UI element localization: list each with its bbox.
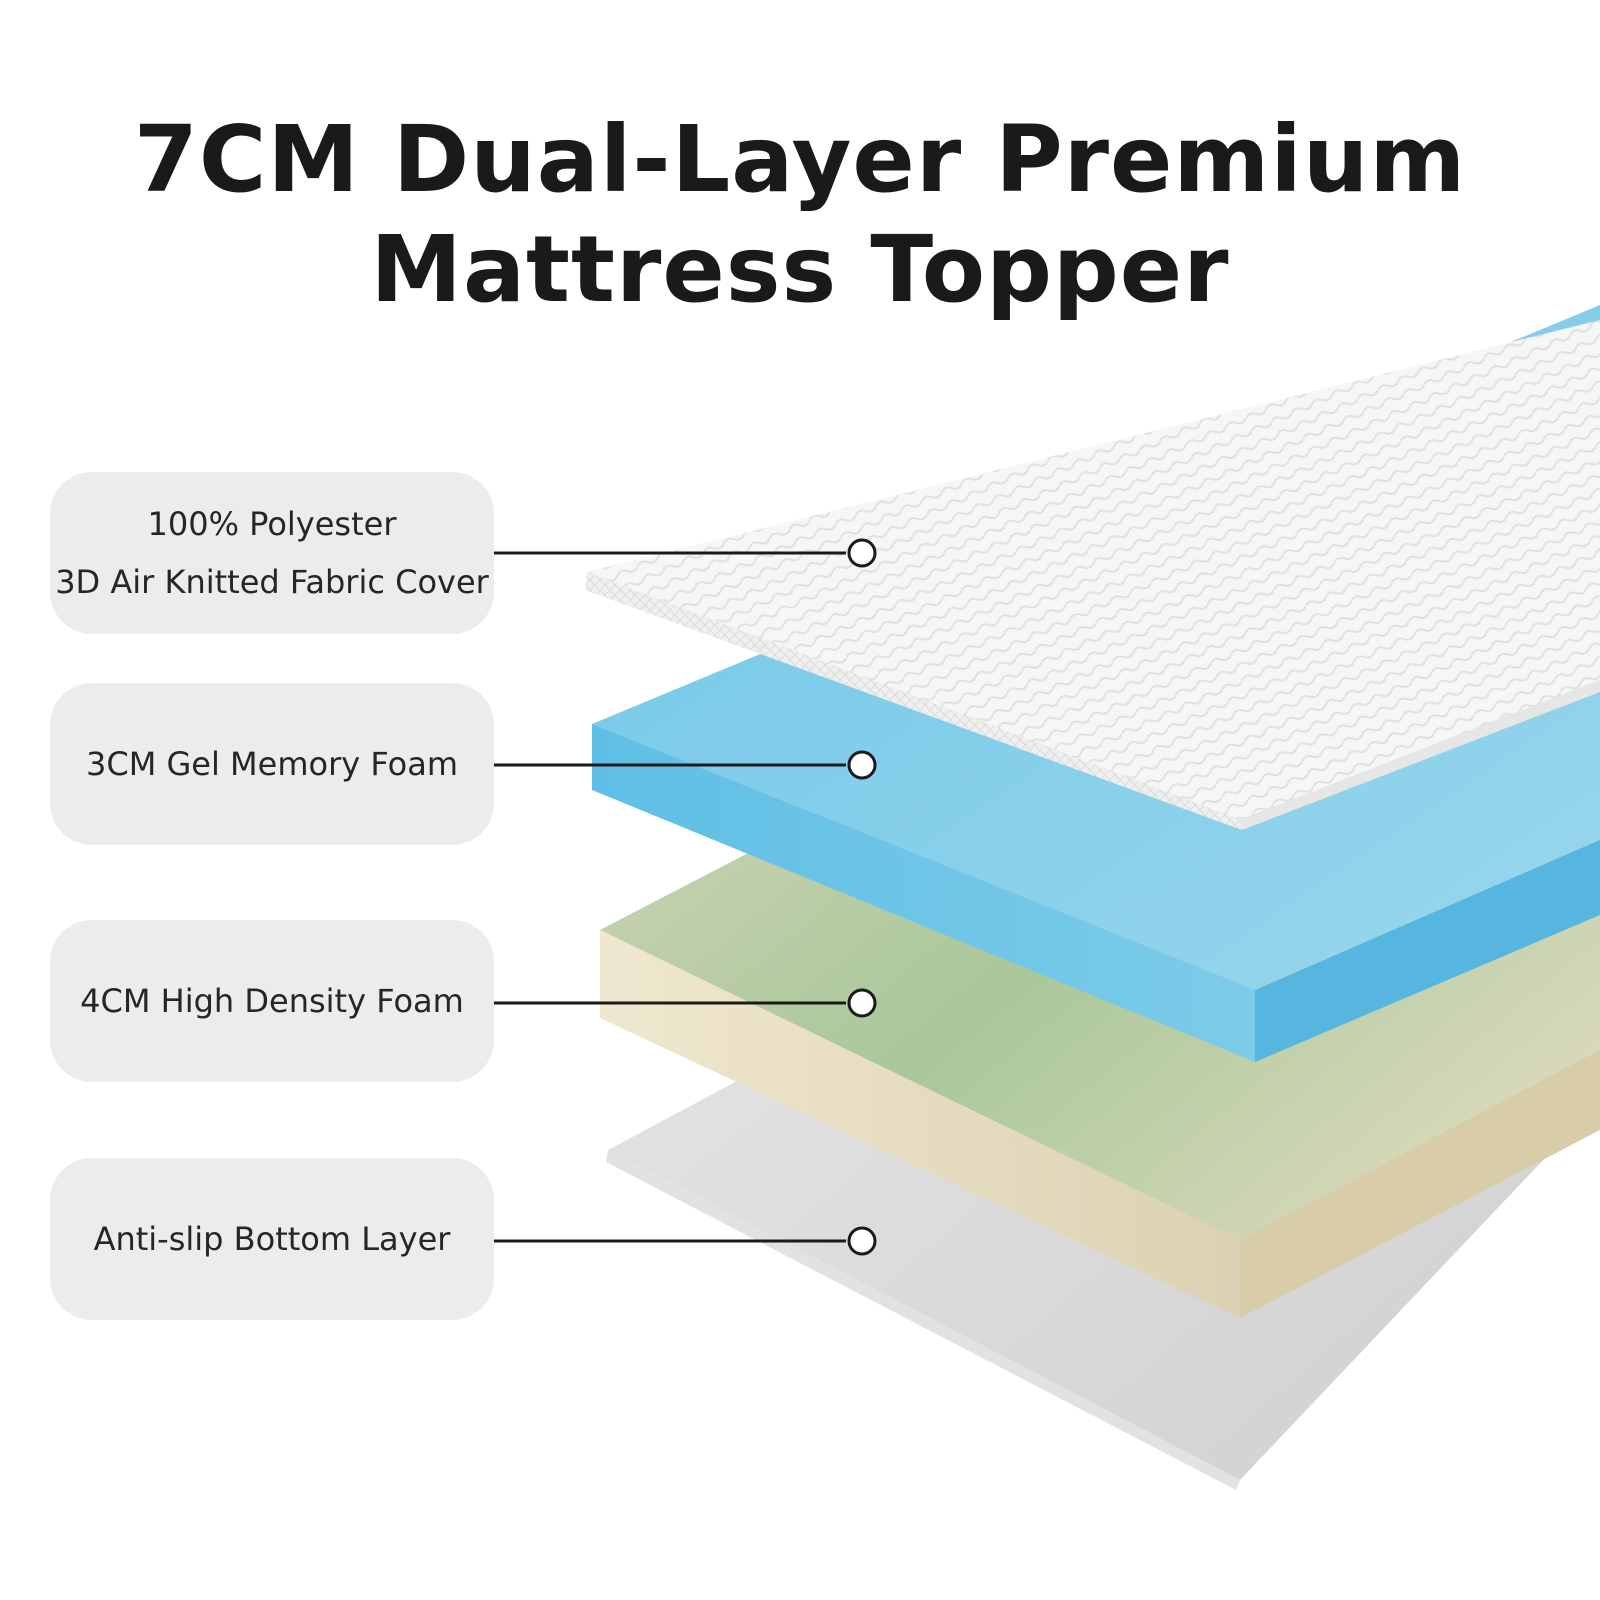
- connector-2: [494, 750, 877, 780]
- label-high-density-foam-text: 4CM High Density Foam: [80, 982, 464, 1020]
- fabric-cover-layer: [585, 320, 1600, 830]
- label-gel-memory-foam-text: 3CM Gel Memory Foam: [86, 745, 458, 783]
- label-anti-slip-bottom: Anti-slip Bottom Layer: [50, 1158, 494, 1320]
- label-high-density-foam: 4CM High Density Foam: [50, 920, 494, 1082]
- connector-4: [494, 1226, 877, 1256]
- label-fabric-cover-line-2: 3D Air Knitted Fabric Cover: [55, 563, 489, 601]
- page-title: 7CM Dual-Layer Premium Mattress Topper: [0, 105, 1600, 325]
- label-fabric-cover: 100% Polyester 3D Air Knitted Fabric Cov…: [50, 472, 494, 634]
- label-gel-memory-foam: 3CM Gel Memory Foam: [50, 683, 494, 845]
- connector-1: [494, 538, 877, 568]
- connector-3: [494, 988, 877, 1018]
- title-line-2: Mattress Topper: [370, 216, 1230, 323]
- title-line-1: 7CM Dual-Layer Premium: [133, 106, 1467, 213]
- label-fabric-cover-line-1: 100% Polyester: [147, 505, 397, 543]
- label-anti-slip-bottom-text: Anti-slip Bottom Layer: [93, 1220, 451, 1258]
